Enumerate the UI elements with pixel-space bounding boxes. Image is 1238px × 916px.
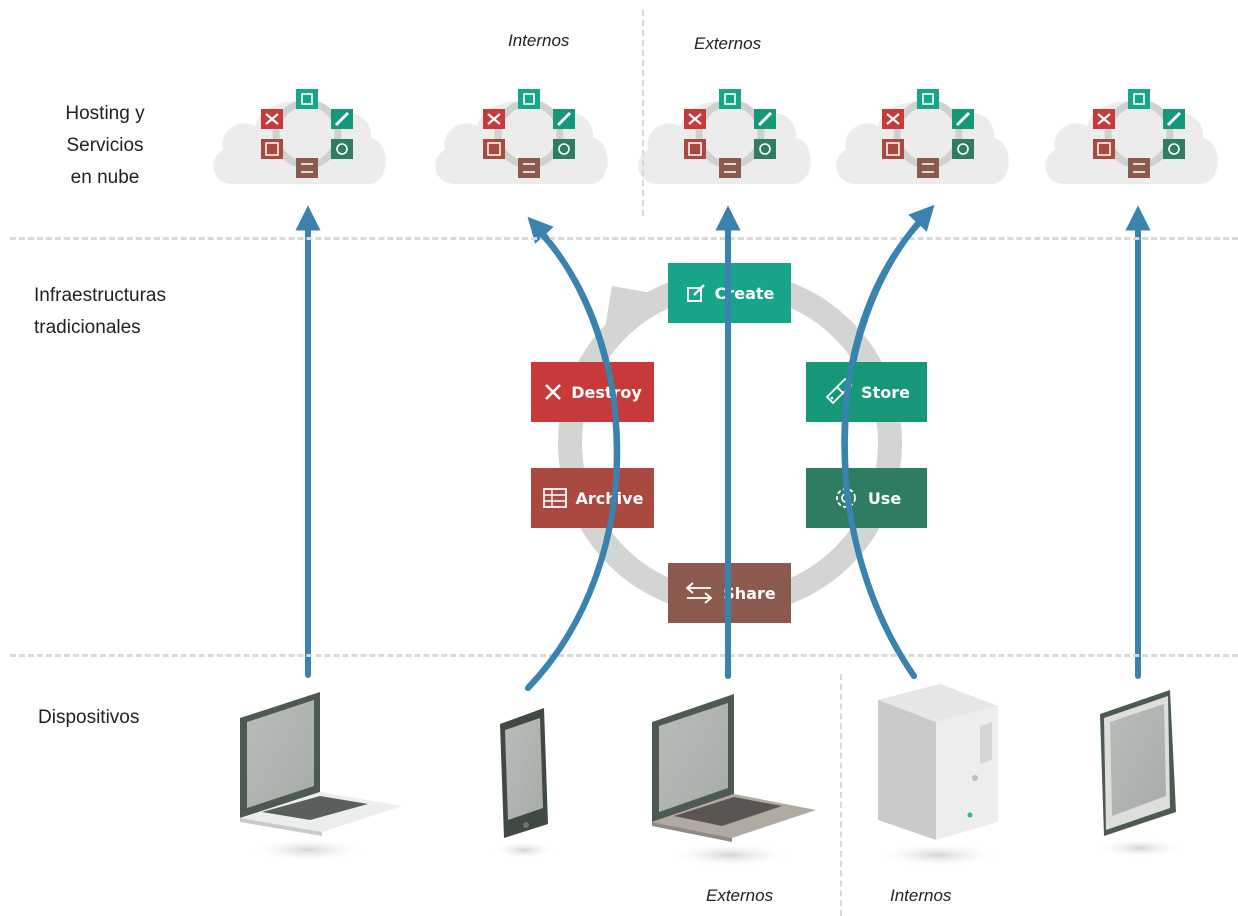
label-top-externos: Externos (694, 34, 762, 53)
cloud-1 (213, 89, 386, 184)
cloud-4 (836, 89, 1009, 184)
stage-destroy: Destroy (531, 362, 654, 422)
exchange-icon (685, 582, 713, 604)
tablet-device (1096, 690, 1184, 858)
separator-devices-vertical (840, 674, 842, 916)
stage-create: Create (668, 263, 791, 323)
stage-destroy-label: Destroy (571, 382, 642, 402)
archive-icon (542, 488, 567, 508)
stage-use-label: Use (867, 488, 902, 508)
separator-cloud-vertical (642, 10, 644, 216)
stage-use: Use (806, 468, 927, 528)
cloud-2 (435, 89, 608, 184)
label-bottom-externos: Externos (706, 886, 774, 905)
laptop-left (240, 692, 402, 862)
cloud-5 (1045, 89, 1218, 184)
server-tower (876, 684, 1000, 867)
gear-icon (835, 488, 856, 508)
label-bottom-internos: Internos (890, 886, 952, 905)
separator-bottom (10, 654, 1238, 657)
stage-share: Share (668, 563, 791, 623)
usb-key-icon (825, 377, 853, 405)
close-icon (545, 384, 562, 400)
separator-top (10, 237, 1238, 240)
row-label-devices: Dispositivos (38, 707, 140, 728)
label-top-internos: Internos (508, 31, 570, 50)
laptop-center (652, 694, 816, 867)
edit-icon (686, 284, 705, 302)
stage-archive-label: Archive (575, 488, 644, 508)
stage-share-label: Share (723, 583, 776, 603)
row-label-cloud: Hosting y Servicios en nube (65, 103, 145, 188)
stage-store: Store (806, 362, 927, 422)
cloud-3 (638, 89, 811, 184)
stage-create-label: Create (714, 283, 775, 303)
stage-store-label: Store (861, 382, 910, 402)
row-label-infra: Infraestructuras tradicionales (34, 285, 166, 338)
phone-device (492, 708, 556, 859)
stage-archive: Archive (531, 468, 654, 528)
